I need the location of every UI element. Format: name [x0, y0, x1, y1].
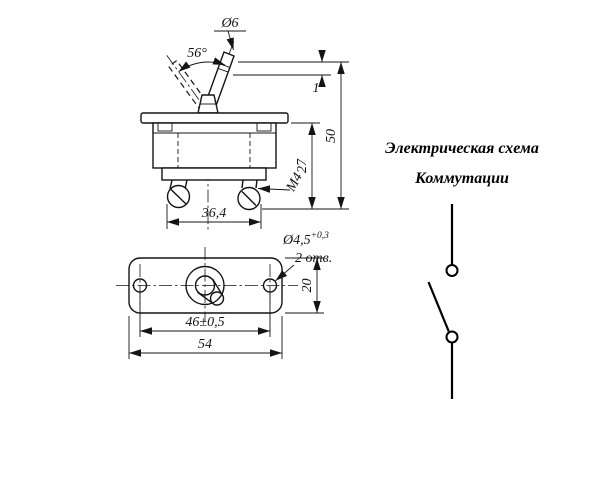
lever-boss-circle [185, 265, 225, 306]
lever-projection-line-1 [197, 291, 213, 304]
schematic-title-line2: Коммутации [414, 170, 509, 187]
mounting-hole-left [132, 278, 148, 293]
right-screw-stem-2 [255, 179, 258, 189]
lever-diameter-leader [226, 30, 234, 51]
lever-projection-line-2 [211, 278, 223, 295]
schematic-terminal-bottom [445, 330, 459, 344]
dim-label-50: 50 [324, 129, 339, 143]
switch-body [152, 122, 277, 169]
thread-leader [257, 185, 291, 193]
schematic-terminal-top [445, 264, 459, 277]
thread-label: M4 [283, 171, 305, 195]
dim-label-54: 54 [198, 337, 212, 352]
hole-tolerance-value: +0,3 [311, 231, 330, 241]
body-notch-right [256, 122, 272, 132]
dim-label-364: 36,4 [201, 206, 227, 221]
schematic-title-line1: Электрическая схема [385, 140, 539, 157]
left-screw-stem-1 [169, 179, 173, 190]
terminal-block [161, 167, 267, 181]
swing-angle-arc [178, 57, 226, 72]
hole-diameter-label: Ø4,5+0,3 [282, 231, 329, 248]
dim-label-1: 1 [313, 81, 320, 96]
lever-base-circle [194, 275, 216, 296]
dim-label-46: 46±0,5 [185, 315, 224, 330]
side-view: 56° Ø6 M4 [140, 16, 306, 230]
hole-callout-leader [275, 264, 295, 282]
body-notch-left [157, 122, 173, 132]
dim-label-27: 27 [295, 158, 310, 173]
plan-view: Ø4,5+0,3 2 отв. [116, 231, 332, 322]
mounting-hole-right [262, 278, 278, 293]
mounting-flange [140, 112, 289, 124]
side-view-dimensions: 50 27 1 36,4 [166, 49, 349, 229]
lever-tip-circle [209, 291, 225, 306]
swing-angle-label: 56° [187, 46, 207, 61]
right-screw-slot [241, 191, 257, 206]
right-screw-stem-1 [241, 179, 244, 189]
schematic-switch-blade [427, 281, 450, 332]
dim-label-20: 20 [300, 279, 315, 293]
electrical-schematic: Электрическая схема Коммутации [385, 140, 539, 399]
plan-view-dimensions: 20 46±0,5 54 [128, 257, 324, 359]
left-screw-slot [170, 188, 187, 205]
lever-diameter-label: Ø6 [220, 16, 238, 31]
hole-diameter-value: Ø4,5 [282, 233, 311, 248]
hole-count-label: 2 отв. [295, 251, 332, 266]
